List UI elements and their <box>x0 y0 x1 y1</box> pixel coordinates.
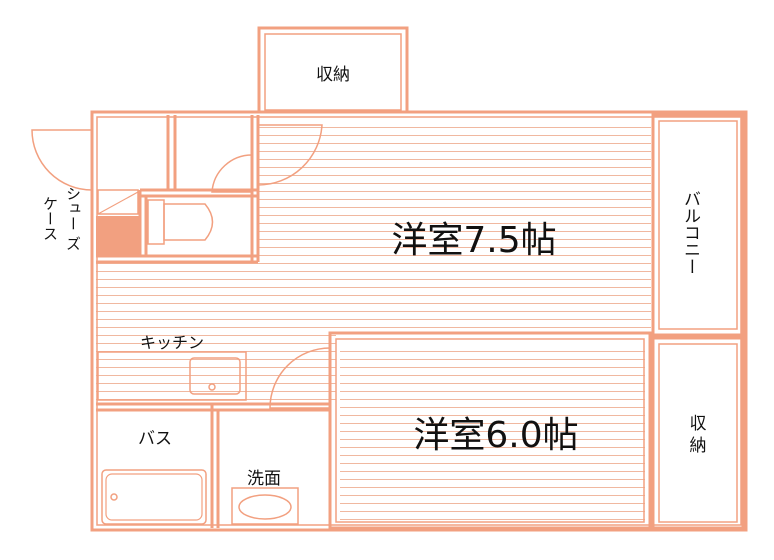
walls <box>31 26 748 532</box>
label-shoe-case-2: ケース <box>41 196 59 241</box>
label-storage-top: 収納 <box>316 65 350 85</box>
floor-corridor <box>96 262 336 332</box>
floor-western-small <box>340 345 645 525</box>
label-balcony: バルコニー <box>680 190 700 275</box>
label-shoe-case-1: シュー <box>64 186 82 231</box>
label-western-large: 洋室7.5帖 <box>391 220 556 261</box>
label-storage-right-2: 納 <box>690 436 707 456</box>
label-storage-right-1: 収 <box>690 414 707 434</box>
floor-kitchen <box>96 332 336 402</box>
label-washroom: 洗面 <box>247 469 281 489</box>
label-shoe-case-dash: ズ <box>64 236 82 251</box>
label-kitchen: キッチン <box>140 333 204 352</box>
label-bath: バス <box>138 429 172 449</box>
label-western-small: 洋室6.0帖 <box>413 415 578 456</box>
